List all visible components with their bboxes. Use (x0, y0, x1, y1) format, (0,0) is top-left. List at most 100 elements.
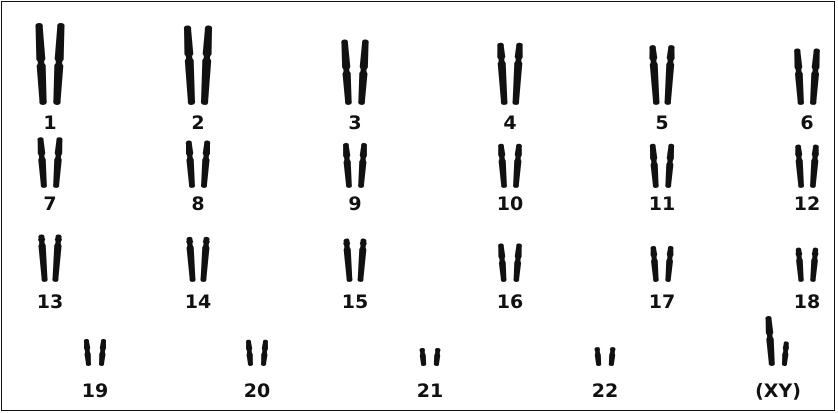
chromosome (53, 137, 63, 188)
chromosome (433, 347, 441, 366)
chromosome (37, 137, 47, 188)
chromosome (512, 42, 523, 105)
chromosome-pair-graphic (37, 137, 63, 188)
chromosome-number-label: 22 (591, 380, 619, 402)
chromosome (781, 341, 789, 366)
chromosome-pair-graphic (794, 48, 820, 105)
chromosome (608, 347, 616, 366)
chromosome-pair-11: 11 (632, 104, 692, 214)
chromosome-number-label: 3 (348, 112, 362, 134)
chromosome-number-label: 12 (793, 193, 821, 215)
chromosome (37, 234, 48, 282)
chromosome-number-label: 4 (503, 112, 517, 134)
chromosome (665, 143, 675, 188)
chromosome-pair-7: 7 (20, 104, 80, 214)
chromosome-pair-graphic (765, 316, 789, 366)
chromosome (245, 339, 254, 366)
chromosome-number-label: 19 (81, 380, 109, 402)
chromosome-number-label: 6 (800, 112, 814, 134)
chromosome-pair-graphic (343, 238, 367, 282)
chromosome (343, 238, 353, 282)
chromosome (358, 142, 368, 188)
chromosome (419, 347, 427, 366)
chromosome (357, 238, 367, 282)
chromosome (260, 339, 269, 366)
chromosome (200, 236, 210, 282)
chromosome-pair-graphic (795, 247, 819, 282)
chromosome-number-label: 11 (648, 193, 676, 215)
chromosome-pair-6: 6 (777, 21, 837, 133)
chromosome (794, 48, 805, 105)
chromosome-pair-13: 13 (20, 198, 80, 312)
chromosome-pair-21: 21 (400, 282, 460, 401)
chromosome-pair-graphic (498, 243, 522, 282)
chromosome (200, 25, 213, 105)
chromosome (98, 338, 107, 366)
chromosome (185, 140, 196, 188)
chromosome-pair-graphic (498, 143, 522, 188)
chromosome-pair-8: 8 (168, 104, 228, 214)
chromosome-pair-2: 2 (168, 21, 228, 133)
chromosome-pair-14: 14 (168, 198, 228, 312)
chromosome-pair-20: 20 (227, 282, 287, 401)
chromosome (765, 316, 775, 366)
chromosome (498, 243, 507, 282)
chromosome-pair-graphic (795, 144, 819, 188)
chromosome (35, 23, 47, 105)
chromosome-pair-graphic (497, 42, 523, 105)
chromosome-number-label: 5 (655, 112, 669, 134)
chromosome-pair-graphic (35, 23, 65, 105)
chromosome-pair-graphic (342, 142, 368, 188)
chromosome-pair-graphic (419, 347, 441, 366)
chromosome (665, 245, 674, 282)
chromosome-pair-9: 9 (325, 104, 385, 214)
chromosome-pair-12: 12 (777, 104, 837, 214)
chromosome (498, 143, 508, 188)
chromosome (52, 234, 63, 282)
chromosome-pair-graphic (341, 39, 369, 105)
chromosome-number-label: 15 (341, 291, 369, 313)
chromosome-number-label: 9 (348, 193, 362, 215)
chromosome (200, 140, 211, 188)
chromosome (83, 338, 92, 366)
chromosome-pair-15: 15 (325, 198, 385, 312)
chromosome-number-label: 10 (496, 193, 524, 215)
chromosome (810, 247, 819, 282)
chromosome-number-label: 14 (184, 291, 212, 313)
chromosome-pair-18: 18 (777, 198, 837, 312)
chromosome-pair-xy: (XY) (748, 282, 808, 401)
chromosome-pair-3: 3 (325, 21, 385, 133)
chromosome-number-label: 18 (793, 291, 821, 313)
chromosome-number-label: 16 (496, 291, 524, 313)
chromosome (186, 236, 196, 282)
chromosome (342, 142, 352, 188)
chromosome-pair-graphic (245, 339, 269, 366)
chromosome-pair-graphic (37, 234, 63, 282)
chromosome (795, 247, 804, 282)
chromosome (664, 45, 675, 105)
chromosome-pair-graphic (649, 143, 675, 188)
chromosome-pair-16: 16 (480, 198, 540, 312)
chromosome (183, 25, 196, 105)
chromosome-pair-graphic (183, 25, 213, 105)
chromosome-pair-graphic (83, 338, 107, 366)
chromosome-pair-graphic (649, 45, 675, 105)
chromosome (341, 39, 352, 105)
chromosome-pair-10: 10 (480, 104, 540, 214)
chromosome-number-label: 7 (43, 193, 57, 215)
chromosome (649, 143, 659, 188)
chromosome (649, 45, 660, 105)
chromosome-pair-17: 17 (632, 198, 692, 312)
chromosome (512, 143, 522, 188)
chromosome-pair-19: 19 (65, 282, 125, 401)
chromosome-pair-1: 1 (20, 21, 80, 133)
chromosome (497, 42, 508, 105)
chromosome-pair-graphic (650, 245, 674, 282)
chromosome-number-label: 13 (36, 291, 64, 313)
chromosome-pair-5: 5 (632, 21, 692, 133)
chromosome (513, 243, 522, 282)
chromosome-number-label: 1 (43, 112, 57, 134)
chromosome-number-label: 17 (648, 291, 676, 313)
chromosome-pair-graphic (185, 140, 211, 188)
